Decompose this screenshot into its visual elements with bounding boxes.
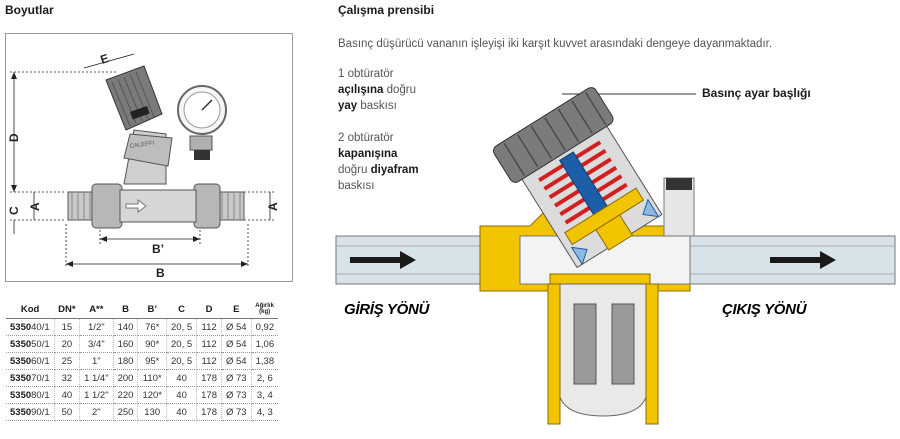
cell-c: 20, 5: [166, 352, 198, 370]
inlet-flow-arrow: [350, 251, 416, 269]
cell-kg: 0,92: [251, 318, 279, 336]
dim-label-d: D: [7, 133, 21, 142]
cell-e: Ø 73: [221, 386, 252, 404]
cell-bp: 95*: [137, 352, 167, 370]
cell-c: 40: [166, 369, 198, 387]
col-kod: Kod: [6, 300, 55, 319]
cell-b: 160: [113, 335, 139, 353]
pressure-cap-callout: Basınç ayar başlığı: [702, 86, 811, 100]
cross-section-drawing: GİRİŞ YÖNÜ ÇIKIŞ YÖNÜ: [335, 87, 896, 425]
outlet-flow-arrow: [770, 251, 836, 269]
col-weight: Ağırlık(kg): [251, 300, 279, 319]
col-c: C: [166, 300, 197, 319]
cell-d: 178: [196, 386, 222, 404]
col-d: D: [196, 300, 222, 319]
cell-d: 112: [196, 318, 222, 336]
cell-d: 178: [196, 403, 222, 421]
cell-a: 1": [79, 352, 114, 370]
dim-label-e: E: [99, 51, 111, 67]
inlet-label: GİRİŞ YÖNÜ: [344, 301, 431, 318]
cell-kod: 535080/1: [6, 386, 55, 404]
cell-a: 1 1/2": [79, 386, 114, 404]
dimension-figure-box: CALEFFI E D C A A B’ B: [5, 33, 293, 282]
pressure-arrow-right: [642, 198, 660, 218]
brand-mark: CALEFFI: [129, 141, 155, 150]
cell-c: 20, 5: [166, 318, 198, 336]
dim-label-b: B: [156, 266, 165, 280]
dimension-drawing: CALEFFI E D C A A B’ B: [7, 51, 280, 280]
cell-kod: 535060/1: [6, 352, 55, 370]
cell-b: 140: [113, 318, 139, 336]
col-a: A**: [79, 300, 114, 319]
pressure-cap: [493, 87, 614, 183]
cell-kod: 535090/1: [6, 403, 55, 421]
cell-c: 20, 5: [166, 335, 198, 353]
force-2-text: 2 obtüratör kapanışına doğru diyafram ba…: [338, 132, 419, 192]
cell-bp: 120*: [137, 386, 167, 404]
intro-text: Basınç düşürücü vananın işleyişi iki kar…: [338, 38, 773, 50]
cell-d: 112: [196, 335, 222, 353]
cell-a: 1 1/4": [79, 369, 114, 387]
pressure-arrow-left: [570, 246, 588, 266]
cell-e: Ø 54: [221, 352, 252, 370]
outlet-label: ÇIKIŞ YÖNÜ: [722, 301, 808, 318]
cell-kg: 1,06: [251, 335, 279, 353]
cell-kod: 535050/1: [6, 335, 55, 353]
cell-d: 112: [196, 352, 222, 370]
cell-e: Ø 73: [221, 403, 252, 421]
cell-e: Ø 73: [221, 369, 252, 387]
cell-b: 180: [113, 352, 139, 370]
principle-title: Çalışma prensibi: [338, 3, 435, 17]
dim-label-a-right: A: [266, 202, 280, 211]
cell-a: 2": [79, 403, 114, 421]
cell-a: 3/4": [79, 335, 114, 353]
cell-b: 250: [113, 403, 139, 421]
spec-table: Kod DN* A** B B’ C D E Ağırlık(kg) 53504…: [6, 300, 279, 421]
col-b: B: [113, 300, 138, 319]
cell-b: 200: [113, 369, 139, 387]
cell-dn: 15: [54, 318, 81, 336]
dim-label-c: C: [7, 206, 21, 215]
cell-dn: 40: [54, 386, 81, 404]
cell-kod: 535040/1: [6, 318, 55, 336]
cell-c: 40: [166, 386, 198, 404]
cell-bp: 130: [137, 403, 167, 421]
cell-kg: 2, 6: [251, 369, 279, 387]
cell-bp: 110*: [137, 369, 167, 387]
col-b-prime: B’: [137, 300, 167, 319]
force-1-text: 1 obtüratör açılışına doğru yay baskısı: [338, 68, 416, 112]
dim-label-a-left: A: [28, 202, 42, 211]
cell-d: 178: [196, 369, 222, 387]
cell-dn: 32: [54, 369, 81, 387]
dimensions-title: Boyutlar: [5, 3, 54, 17]
cell-kg: 1,38: [251, 352, 279, 370]
cell-kod: 535070/1: [6, 369, 55, 387]
cell-e: Ø 54: [221, 335, 252, 353]
cell-b: 220: [113, 386, 139, 404]
dim-label-b-prime: B’: [152, 242, 164, 256]
cell-bp: 76*: [137, 318, 167, 336]
cell-c: 40: [166, 403, 198, 421]
cell-dn: 25: [54, 352, 81, 370]
cell-bp: 90*: [137, 335, 167, 353]
cell-kg: 4, 3: [251, 403, 279, 421]
cell-dn: 20: [54, 335, 81, 353]
cell-e: Ø 54: [221, 318, 252, 336]
cell-a: 1/2": [79, 318, 114, 336]
col-e: E: [221, 300, 252, 319]
col-dn: DN*: [54, 300, 80, 319]
cell-dn: 50: [54, 403, 81, 421]
spec-table-header: Kod DN* A** B B’ C D E Ağırlık(kg): [6, 300, 279, 319]
cell-kg: 3, 4: [251, 386, 279, 404]
